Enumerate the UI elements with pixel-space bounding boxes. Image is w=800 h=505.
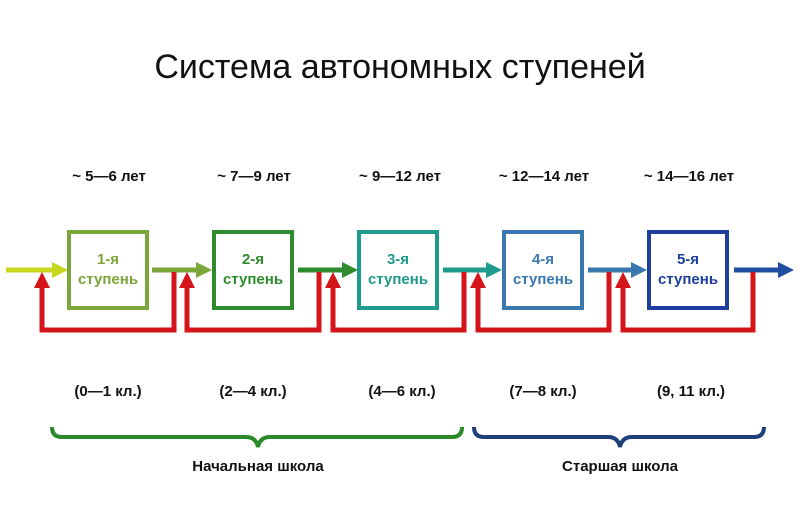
stage-box-1: 1-я ступень xyxy=(67,230,149,310)
stage-box-4: 4-я ступень xyxy=(502,230,584,310)
age-label-stage-5: ~ 14—16 лет xyxy=(643,168,735,185)
flow-arrow-2-3-head xyxy=(342,262,358,278)
age-label-stage-1: ~ 5—6 лет xyxy=(72,168,146,185)
stage-box-5: 5-я ступень xyxy=(647,230,729,310)
stage-3-label-number: 3-я xyxy=(386,251,410,268)
age-label-stage-2: ~ 7—9 лет xyxy=(217,168,291,185)
feedback-loop-5-head xyxy=(615,272,631,288)
age-label-stage-3: ~ 9—12 лет xyxy=(359,168,441,185)
feedback-loop-3-head xyxy=(325,272,341,288)
grade-label-stage-3: (4—6 кл.) xyxy=(368,383,436,400)
stage-1-label-number: 1-я xyxy=(96,251,120,268)
primary-school-brace xyxy=(50,426,464,448)
feedback-loop-2 xyxy=(184,272,322,333)
flow-arrow-3-4-head xyxy=(486,262,502,278)
feedback-loops xyxy=(34,272,756,333)
grade-label-stage-5: (9, 11 кл.) xyxy=(656,383,726,400)
grade-label-stage-2: (2—4 кл.) xyxy=(219,383,287,400)
flow-arrow-4-5-head xyxy=(631,262,647,278)
senior-school-brace xyxy=(472,426,766,448)
stage-4-label-number: 4-я xyxy=(531,251,555,268)
feedback-loop-1-head xyxy=(34,272,50,288)
stage-2-label-word: ступень xyxy=(222,271,284,288)
stage-box-3: 3-я ступень xyxy=(357,230,439,310)
feedback-loop-2-head xyxy=(179,272,195,288)
flow-arrow-1-2-head xyxy=(196,262,212,278)
stage-5-label-word: ступень xyxy=(657,271,719,288)
feedback-loop-4 xyxy=(475,272,612,333)
stage-1-label-word: ступень xyxy=(77,271,139,288)
feedback-loop-1 xyxy=(39,272,177,333)
stage-3-label-word: ступень xyxy=(367,271,429,288)
feedback-loop-3 xyxy=(330,272,467,333)
grade-label-stage-1: (0—1 кл.) xyxy=(74,383,142,400)
input-arrow-head xyxy=(52,262,68,278)
stage-4-label-word: ступень xyxy=(512,271,574,288)
feedback-loop-4-head xyxy=(470,272,486,288)
flow-arrows xyxy=(6,262,794,278)
output-arrow-head xyxy=(778,262,794,278)
grade-label-stage-4: (7—8 кл.) xyxy=(509,383,577,400)
feedback-loop-5 xyxy=(620,272,756,333)
diagram-title: Система автономных ступеней xyxy=(154,48,646,86)
stage-2-label-number: 2-я xyxy=(241,251,265,268)
stage-box-2: 2-я ступень xyxy=(212,230,294,310)
primary-school-label: Начальная школа xyxy=(192,458,324,475)
age-label-stage-4: ~ 12—14 лет xyxy=(498,168,590,185)
stage-5-label-number: 5-я xyxy=(676,251,700,268)
senior-school-label: Старшая школа xyxy=(562,458,678,475)
